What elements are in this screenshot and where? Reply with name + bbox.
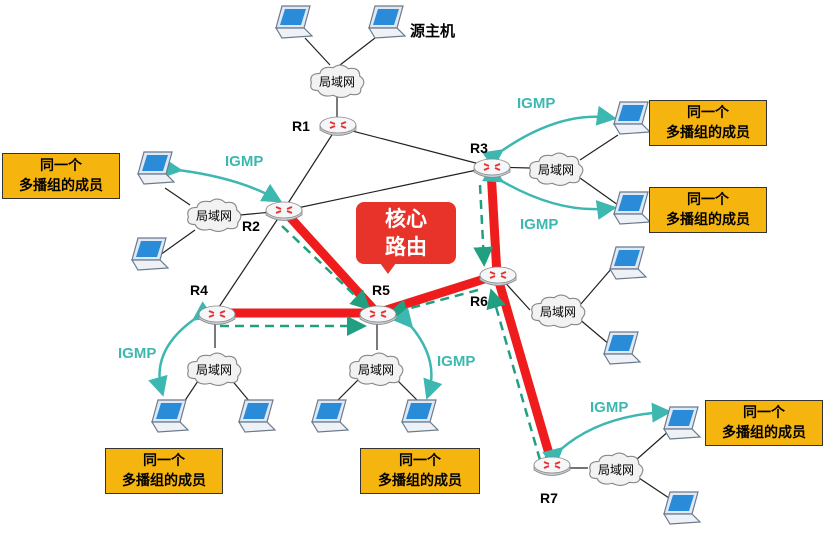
member-box: 同一个 多播组的成员 (649, 187, 767, 233)
member-label-line2: 多播组的成员 (19, 178, 103, 194)
lan-label: 局域网 (539, 305, 576, 319)
member-box: 同一个 多播组的成员 (360, 448, 480, 494)
igmp-arrow-r2 (161, 158, 283, 203)
lan-label: 局域网 (318, 75, 355, 89)
igmp-arrow-r3-top (481, 105, 617, 169)
member-box: 同一个 多播组的成员 (2, 153, 120, 199)
igmp-arrow-r3-bottom (482, 163, 617, 220)
link-lan-pc2 (159, 229, 196, 256)
link-r2-r3 (282, 166, 492, 212)
laptop-icon (311, 399, 349, 433)
router-icon-r6 (479, 266, 517, 287)
member-label-line2: 多播组的成员 (666, 125, 750, 141)
lan-label: 局域网 (195, 363, 232, 377)
link-r1-r2 (282, 126, 338, 212)
igmp-arrows (148, 105, 672, 468)
link-r1-r3 (336, 126, 492, 168)
member-label-line1: 同一个 (399, 453, 441, 469)
member-box: 同一个 多播组的成员 (105, 448, 223, 494)
router-icon-r3 (473, 158, 511, 179)
router-icon-r7 (533, 456, 571, 477)
laptop-icon (368, 5, 406, 39)
router-icon-r4 (198, 305, 236, 326)
member-label-line2: 多播组的成员 (722, 425, 806, 441)
igmp-arrow-r5 (392, 307, 443, 400)
igmp-label: IGMP (520, 216, 559, 233)
laptop-icon (609, 246, 647, 280)
link-r2-r4 (214, 210, 284, 314)
router-label-r3: R3 (470, 140, 488, 156)
lan-label: 局域网 (195, 209, 232, 223)
member-label-line1: 同一个 (143, 453, 185, 469)
member-box: 同一个 多播组的成员 (649, 100, 767, 146)
member-box: 同一个 多播组的成员 (705, 400, 823, 446)
laptop-icon (663, 491, 701, 525)
link-lan-pc12 (635, 475, 673, 501)
router-label-r5: R5 (372, 282, 390, 298)
member-label-line1: 同一个 (687, 192, 729, 208)
igmp-label: IGMP (590, 399, 629, 416)
source-host-label: 源主机 (410, 22, 456, 40)
arrow-r3-r6 (473, 184, 494, 267)
router-label-r4: R4 (190, 282, 208, 298)
laptop-icon (131, 237, 169, 271)
igmp-label: IGMP (118, 345, 157, 362)
member-label-line1: 同一个 (687, 105, 729, 121)
link-lan-pc3 (579, 134, 619, 161)
router-icon-r5 (359, 305, 397, 326)
laptop-icon (151, 399, 189, 433)
core-router-label: 核心路由器 (385, 207, 427, 287)
member-label-line1: 同一个 (743, 405, 785, 421)
forwarding-arrows (220, 184, 542, 461)
igmp-label: IGMP (437, 353, 476, 370)
igmp-arrow-r7 (542, 402, 672, 468)
lan-label: 局域网 (597, 463, 634, 477)
link-lan-pc5 (579, 267, 613, 306)
link-lan-host1 (304, 37, 331, 66)
link-lan-pc1 (164, 187, 191, 206)
router-icon-r1 (319, 116, 357, 137)
router-label-r2: R2 (242, 218, 260, 234)
laptop-icon (613, 191, 651, 225)
igmp-label: IGMP (517, 95, 556, 112)
laptop-icon (401, 399, 439, 433)
laptop-icon (137, 151, 175, 185)
router-label-r6: R6 (470, 293, 488, 309)
igmp-label: IGMP (225, 153, 264, 170)
link-lan-pc6 (577, 317, 611, 346)
core-router-callout: 核心路由器 (356, 202, 456, 287)
laptop-icon (603, 331, 641, 365)
laptop-icon (275, 5, 313, 39)
link-lan-pc11 (635, 429, 671, 461)
link-lan-host2 (339, 37, 376, 66)
member-label-line1: 同一个 (40, 158, 82, 174)
tree-r3-r6 (486, 165, 502, 280)
laptop-icon (238, 399, 276, 433)
member-label-line2: 多播组的成员 (666, 212, 750, 228)
router-label-r7: R7 (540, 490, 558, 506)
laptop-icon (613, 101, 651, 135)
igmp-arrow-r4 (148, 301, 215, 397)
lan-label: 局域网 (537, 163, 574, 177)
link-lan-pc4 (579, 177, 619, 206)
router-label-r1: R1 (292, 118, 310, 134)
laptop-icon (663, 406, 701, 440)
member-label-line2: 多播组的成员 (378, 473, 462, 489)
arrow-r2-r5 (281, 225, 371, 311)
lan-label: 局域网 (357, 363, 394, 377)
router-icon-r2 (265, 201, 303, 222)
member-label-line2: 多播组的成员 (122, 473, 206, 489)
